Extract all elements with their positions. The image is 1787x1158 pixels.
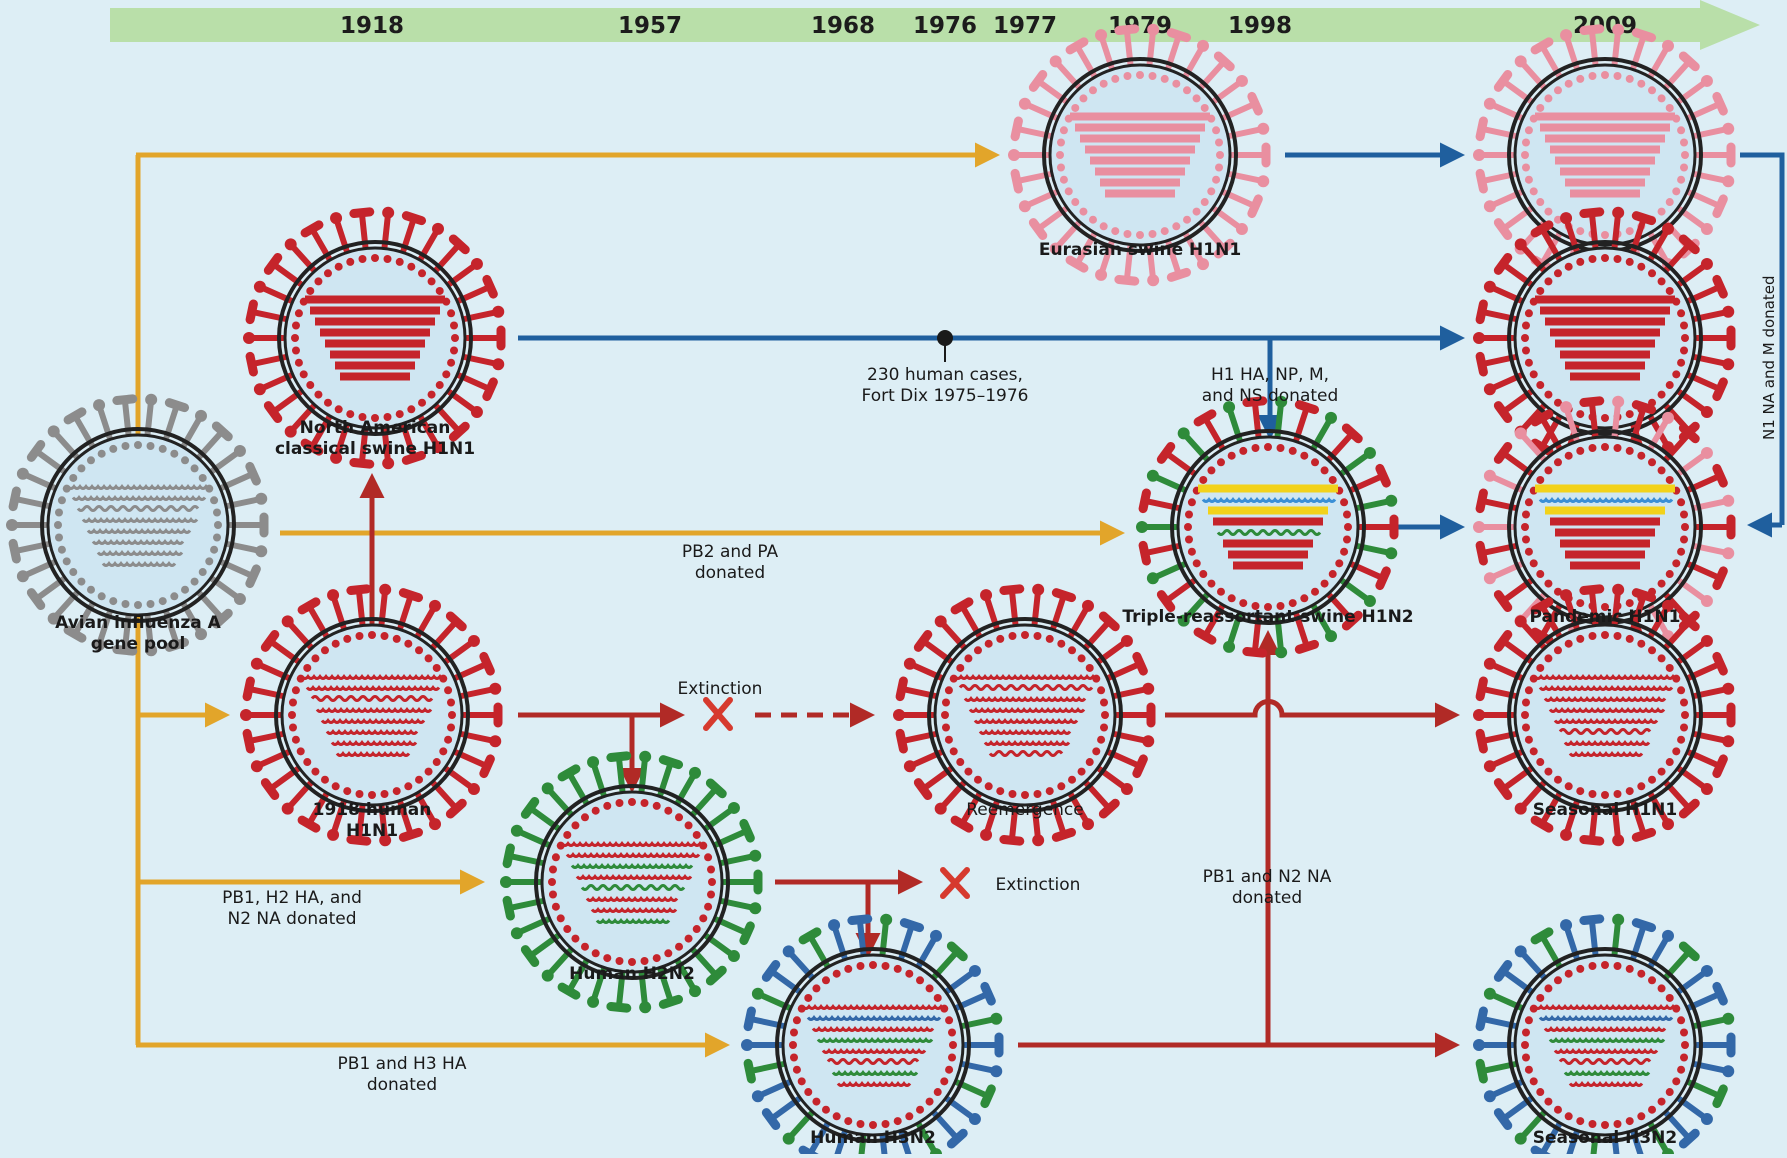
pb1-h2-note: PB1, H2 HA, and	[222, 888, 362, 908]
seasonal-h3n2-virus	[1473, 913, 1736, 1158]
fort-dix-note: 230 human cases,	[867, 365, 1023, 385]
pb1-h3-note: donated	[367, 1075, 437, 1095]
h1n1-1918-label: 1918 human	[313, 800, 432, 820]
avian-label: gene pool	[91, 634, 186, 654]
na-classical-swine-virus	[243, 206, 506, 470]
pb2-pa-note: PB2 and PA	[682, 542, 779, 562]
pb1-h3-note: PB1 and H3 HA	[338, 1054, 467, 1074]
extinction-note: Extinction	[678, 679, 763, 699]
pandemic-h1n1-label: Pandemic H1N1	[1530, 607, 1681, 627]
pb1-n2-note: donated	[1232, 888, 1302, 908]
avian-label: Avian influenza A	[55, 613, 222, 633]
h1n1-1918-label: H1N1	[346, 821, 398, 841]
pb1-n2-note: PB1 and N2 NA	[1203, 867, 1332, 887]
triple-reassortant-label: Triple-reassortant swine H1N2	[1122, 607, 1413, 627]
pb2-pa-note: donated	[695, 563, 765, 583]
human-h2n2-virus	[500, 750, 763, 1014]
human-h3n2-virus	[741, 913, 1004, 1158]
year-2009: 2009	[1573, 13, 1637, 39]
virus-layer	[6, 23, 1736, 1158]
seasonal-h1n1-label: Seasonal H1N1	[1533, 800, 1677, 820]
pandemic-h1n1-classical-virus	[1473, 206, 1736, 470]
na-classical-swine-label: classical swine H1N1	[275, 439, 475, 459]
avian-virus	[6, 393, 269, 657]
fort-dix-note: Fort Dix 1975–1976	[862, 386, 1029, 406]
year-1998: 1998	[1228, 13, 1292, 39]
n1-side-note: N1 NA and M donated	[1760, 275, 1778, 440]
eurasian-swine-label: Eurasian swine H1N1	[1039, 240, 1241, 260]
human-lineage-lines	[359, 473, 1460, 1058]
na-classical-swine-label: North American	[300, 418, 451, 438]
timeline-arrow	[110, 0, 1760, 50]
seasonal-h1n1-virus	[1473, 583, 1736, 847]
year-1976: 1976	[913, 13, 977, 39]
year-1918: 1918	[340, 13, 404, 39]
reemergence-label: Reemergence	[966, 800, 1084, 820]
eurasian-swine-virus	[1008, 23, 1271, 287]
human-h3n2-label: Human H3N2	[810, 1128, 936, 1148]
extinction-note: Extinction	[996, 875, 1081, 895]
extinction-x-icon	[703, 697, 733, 731]
swine-lineage-lines	[518, 142, 1785, 540]
pb1-h2-note: N2 NA donated	[228, 909, 357, 929]
human-h2n2-label: Human H2N2	[569, 964, 695, 984]
extinction-x-icon	[940, 867, 970, 899]
year-1979: 1979	[1108, 13, 1172, 39]
triple-reassortant-virus	[1136, 395, 1399, 659]
year-1977: 1977	[993, 13, 1057, 39]
h1-donated-note: H1 HA, NP, M,	[1211, 365, 1329, 385]
reemergence-virus	[893, 583, 1156, 847]
h1-donated-note: and NS donated	[1202, 386, 1339, 406]
year-1968: 1968	[811, 13, 875, 39]
h1n1-1918-virus	[240, 583, 503, 847]
year-1957: 1957	[618, 13, 682, 39]
seasonal-h3n2-label: Seasonal H3N2	[1533, 1128, 1677, 1148]
avian-lineage-lines	[135, 142, 1125, 1058]
